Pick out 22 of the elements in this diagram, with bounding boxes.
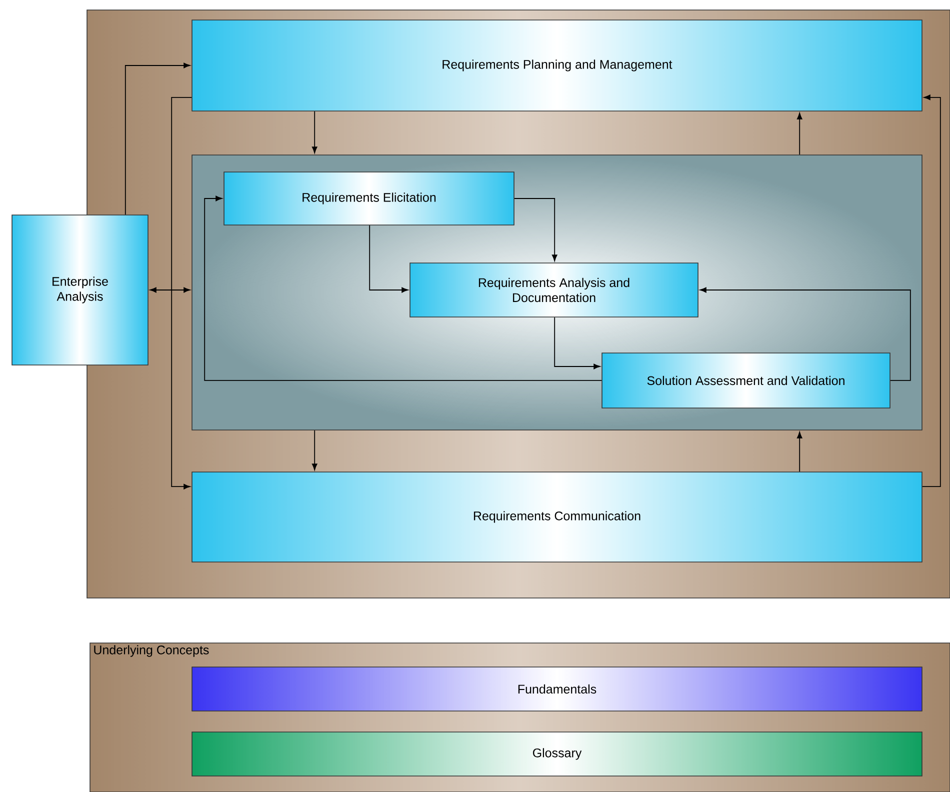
concept-bar: Glossary: [192, 732, 922, 776]
arrow: [150, 287, 190, 293]
arrow: [369, 224, 408, 293]
process-box: Requirements Analysis and Documentation: [410, 262, 698, 318]
arrow: [312, 110, 318, 154]
arrow: [514, 198, 558, 262]
process-box: Enterprise Analysis: [12, 214, 148, 366]
arrow: [204, 196, 602, 381]
arrow: [922, 94, 941, 488]
arrow: [700, 287, 911, 381]
container-box: [192, 154, 922, 430]
process-box: Requirements Planning and Management: [192, 20, 922, 112]
arrow: [554, 316, 600, 370]
arrow: [796, 112, 802, 156]
arrow: [171, 96, 192, 490]
concept-bar: Fundamentals: [192, 666, 922, 712]
process-box: Requirements Communication: [192, 472, 922, 562]
arrow: [124, 62, 190, 216]
process-box: Requirements Elicitation: [224, 172, 514, 226]
arrow: [312, 430, 318, 470]
process-box: Solution Assessment and Validation: [602, 352, 890, 408]
arrow: [796, 432, 802, 472]
